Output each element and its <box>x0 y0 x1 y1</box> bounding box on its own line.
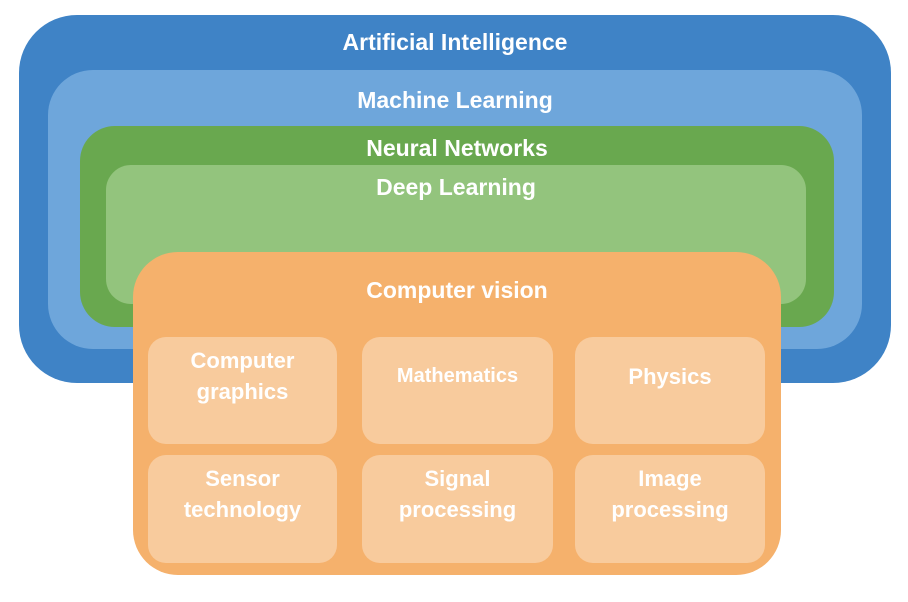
ai-label: Artificial Intelligence <box>342 29 568 55</box>
cv-label: Computer vision <box>366 277 548 303</box>
nn-label: Neural Networks <box>366 135 548 161</box>
field-physics: Physics <box>575 337 765 444</box>
field-mathematics: Mathematics <box>362 337 553 444</box>
field-image-processing: Image processing <box>575 455 765 563</box>
field-computer-graphics: Computer graphics <box>148 337 337 444</box>
ml-label: Machine Learning <box>357 87 553 113</box>
field-sensor-technology: Sensor technology <box>148 455 337 563</box>
field-signal-processing: Signal processing <box>362 455 553 563</box>
dl-label: Deep Learning <box>376 174 536 200</box>
